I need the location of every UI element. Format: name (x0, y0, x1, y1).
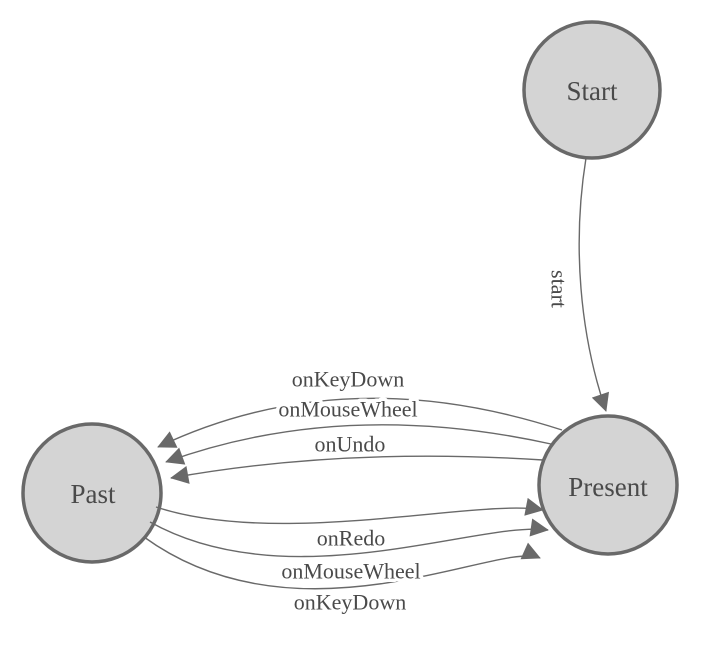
edge-label-onkeydown-top: onKeyDown (292, 367, 404, 392)
edge-start-to-present[interactable] (578, 157, 610, 412)
state-node-start[interactable]: Start (522, 20, 662, 160)
state-node-past[interactable]: Past (21, 422, 163, 564)
state-circle-past[interactable] (21, 422, 163, 564)
edge-label-onmousewheel-bottom: onMouseWheel (281, 559, 420, 584)
edge-label-onkeydown-bottom: onKeyDown (294, 590, 406, 615)
edge-past-to-present-onmousewheel[interactable] (149, 518, 549, 558)
state-label-past: Past (70, 479, 116, 509)
edge-present-to-past-onundo[interactable] (170, 455, 544, 484)
state-circle-present[interactable] (537, 414, 679, 556)
state-label-present: Present (568, 472, 648, 502)
edge-present-to-past-onkeydown[interactable] (157, 397, 563, 448)
edge-past-to-present-onkeydown[interactable] (143, 536, 541, 590)
edge-label-onundo: onUndo (315, 432, 386, 457)
edge-label-start: start (547, 270, 572, 308)
state-label-start: Start (567, 76, 618, 106)
state-circle-start[interactable] (522, 20, 662, 160)
state-node-present[interactable]: Present (537, 414, 679, 556)
edge-past-to-present-onredo[interactable] (155, 497, 544, 525)
edge-present-to-past-onmousewheel[interactable] (165, 424, 552, 465)
edge-label-onredo: onRedo (317, 526, 385, 551)
edge-label-onmousewheel-top: onMouseWheel (278, 397, 417, 422)
